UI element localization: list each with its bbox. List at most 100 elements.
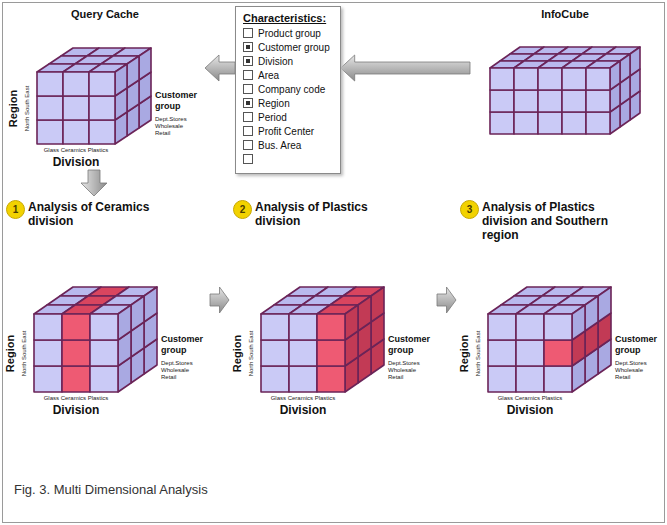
cube-cell xyxy=(317,366,345,392)
cube-cell xyxy=(371,287,384,322)
callout-number: 1 xyxy=(6,200,25,219)
cube-cell xyxy=(572,305,585,340)
checkbox xyxy=(243,154,253,164)
checkbox-row: Profit Center xyxy=(243,125,330,139)
axis-label: Customer group xyxy=(155,90,201,112)
checkbox-row: Area xyxy=(243,69,330,83)
axis-label: Division xyxy=(53,155,100,169)
cube-cell xyxy=(538,90,562,112)
cube-cell xyxy=(516,314,544,340)
cube-cell xyxy=(90,366,118,392)
characteristic-name: Customer group xyxy=(258,42,330,53)
axis-ticks: Dept.Stores Wholesale Retail xyxy=(155,116,191,137)
checkbox xyxy=(243,140,253,150)
cube-cell xyxy=(62,314,90,340)
analysis-title: Analysis of Plastics division and Southe… xyxy=(482,200,632,242)
cube-cell xyxy=(586,90,610,112)
flow-arrow xyxy=(341,55,470,81)
cube-cell xyxy=(585,296,598,331)
cube-cell xyxy=(317,314,345,340)
analysis-title: Analysis of Ceramics division xyxy=(28,200,178,228)
cube-view: 2Analysis of Plastics divisionRegionNort… xyxy=(229,196,437,418)
cube-view: Query CacheRegionNorth South EastDivisio… xyxy=(5,4,205,170)
cube-cell xyxy=(586,112,610,134)
cube-cell xyxy=(34,366,62,392)
axis-label: Division xyxy=(280,403,327,417)
cube-title: InfoCube xyxy=(470,8,660,20)
characteristic-name: Division xyxy=(258,56,293,67)
cube-cell xyxy=(90,340,118,366)
characteristic-name: Area xyxy=(258,70,279,81)
cube-cell xyxy=(630,47,640,76)
cube-cell xyxy=(514,90,538,112)
checkbox-row: Division xyxy=(243,55,330,69)
callout-number: 2 xyxy=(233,200,252,219)
axis-ticks: Dept.Stores Wholesale Retail xyxy=(615,360,651,381)
cube-cell xyxy=(63,72,89,96)
characteristic-name: Product group xyxy=(258,28,321,39)
arrow-shape xyxy=(210,287,229,313)
checkbox xyxy=(243,56,253,66)
cube-cell xyxy=(115,64,127,96)
flow-arrow xyxy=(437,287,456,313)
cube-view: 3Analysis of Plastics division and South… xyxy=(456,196,664,418)
checkbox-row: Period xyxy=(243,111,330,125)
cube-cell xyxy=(620,54,630,83)
cube-cell xyxy=(63,120,89,144)
cube-cell xyxy=(544,366,572,392)
cube-cell xyxy=(562,90,586,112)
axis-ticks: Glass Ceramics Plastics xyxy=(498,395,563,402)
arrow-shape xyxy=(437,287,456,313)
flow-arrow xyxy=(210,287,229,313)
cube-cell xyxy=(289,314,317,340)
cube-title: Query Cache xyxy=(5,8,205,20)
checkbox-row: Product group xyxy=(243,27,330,41)
figure-caption: Fig. 3. Multi Dimensional Analysis xyxy=(14,482,208,497)
cube-cell xyxy=(261,314,289,340)
cube-cell xyxy=(610,61,620,90)
cube-cell xyxy=(89,120,115,144)
axis-label: Region xyxy=(5,334,18,371)
cube-cell xyxy=(544,314,572,340)
axis-label: Division xyxy=(53,403,100,417)
cube-cell xyxy=(586,68,610,90)
flow-arrow xyxy=(205,55,235,81)
characteristic-name: Profit Center xyxy=(258,126,314,137)
cube-cell xyxy=(516,340,544,366)
checkbox xyxy=(243,84,253,94)
characteristic-name: Company code xyxy=(258,84,325,95)
checkbox xyxy=(243,98,253,108)
cube-cell xyxy=(358,296,371,331)
checkbox xyxy=(243,112,253,122)
cube-cell xyxy=(62,366,90,392)
cube-cell xyxy=(514,112,538,134)
axis-label: Region xyxy=(8,89,21,126)
panel-heading: Characteristics: xyxy=(243,12,330,24)
cube-cell xyxy=(62,340,90,366)
arrow-shape xyxy=(341,55,470,81)
cube-cell xyxy=(488,340,516,366)
cube-cell xyxy=(538,68,562,90)
cube-cell xyxy=(562,68,586,90)
cube-cell xyxy=(538,112,562,134)
cube-cell xyxy=(488,314,516,340)
cube-view: 1Analysis of Ceramics divisionRegionNort… xyxy=(2,196,210,418)
axis-ticks: Dept.Stores Wholesale Retail xyxy=(161,360,197,381)
cube-cell xyxy=(514,68,538,90)
cube-cell xyxy=(37,72,63,96)
axis-label: Customer group xyxy=(615,334,661,356)
checkbox xyxy=(243,126,253,136)
cube-cell xyxy=(118,305,131,340)
cube-cell xyxy=(289,340,317,366)
checkbox xyxy=(243,28,253,38)
axis-ticks: North South East xyxy=(24,85,31,131)
cube-cell xyxy=(63,96,89,120)
flow-arrow xyxy=(81,170,107,196)
axis-label: Region xyxy=(232,334,245,371)
axis-label: Region xyxy=(459,334,472,371)
cube-cell xyxy=(488,366,516,392)
characteristic-name: Period xyxy=(258,112,287,123)
characteristics-panel: Characteristics: Product groupCustomer gr… xyxy=(235,6,341,174)
cube-cell xyxy=(289,366,317,392)
